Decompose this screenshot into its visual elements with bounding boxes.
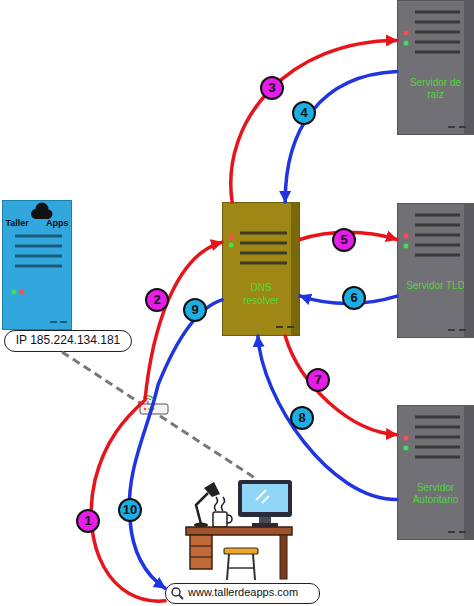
node-label: Servidor de raíz	[398, 77, 473, 101]
status-led	[229, 235, 234, 240]
cloud-part	[35, 213, 49, 219]
search-icon	[179, 595, 183, 599]
drawer-line	[190, 556, 212, 557]
flow-arrow	[129, 300, 222, 588]
node-label: Taller Apps	[3, 218, 71, 229]
callout-number: 5	[332, 228, 356, 252]
node-label: Servidor TLD	[398, 280, 473, 292]
callout-number: 10	[118, 498, 142, 522]
status-led	[12, 290, 17, 295]
router-icon	[140, 396, 168, 414]
cloud-part	[44, 210, 53, 219]
cloud-part	[31, 209, 41, 219]
desk-drawers	[190, 535, 212, 569]
dns-server: Servidor de raíz	[397, 0, 474, 135]
server-slot	[15, 255, 62, 258]
server-slot	[240, 242, 287, 245]
cloud-logo	[31, 203, 53, 220]
resolver-detail	[229, 203, 300, 335]
node-label: DNS resolver	[223, 281, 299, 307]
wifi-arc	[145, 399, 151, 400]
server-detail	[404, 203, 474, 338]
callout-number: 4	[292, 101, 316, 125]
lamp-arm	[196, 493, 208, 524]
server-slot	[15, 245, 62, 248]
drawer-line	[190, 545, 212, 546]
router-body	[140, 404, 168, 414]
wifi-arc	[143, 396, 153, 398]
chair-leg	[227, 554, 229, 580]
chair-seat	[224, 548, 258, 554]
desk-leg	[280, 535, 287, 579]
server-detail	[404, 405, 474, 540]
antenna	[147, 401, 148, 404]
status-led	[229, 243, 234, 248]
web-server: Taller Apps	[2, 200, 72, 330]
router-led	[152, 408, 155, 411]
ip-label-box: IP 185.224.134.181	[4, 330, 132, 352]
node-label: Servidor Autoritario	[398, 482, 473, 506]
cup	[213, 512, 227, 527]
lamp-head	[204, 482, 220, 497]
server-side	[291, 203, 299, 335]
server-slot	[240, 232, 287, 235]
desk-illustration	[186, 480, 292, 580]
callout-number: 8	[290, 406, 314, 430]
monitor-base	[252, 523, 278, 527]
callout-number: 3	[260, 76, 284, 100]
server-slot	[240, 262, 287, 265]
server-slot	[15, 235, 62, 238]
status-led	[20, 290, 25, 295]
callout-number: 9	[183, 298, 207, 322]
server-mark	[50, 321, 57, 323]
server-mark	[276, 326, 283, 328]
router-led	[148, 408, 151, 411]
router-led	[144, 408, 147, 411]
callout-number: 7	[306, 368, 330, 392]
cup-handle	[227, 515, 232, 523]
monitor-stand	[259, 517, 271, 524]
screen-glare	[262, 496, 269, 503]
leader-line	[62, 352, 255, 478]
monitor	[238, 480, 292, 517]
callout-number: 2	[145, 288, 169, 312]
flow-arrow	[285, 72, 397, 202]
steam	[215, 497, 218, 511]
webserver-detail	[12, 203, 68, 323]
steam	[222, 497, 225, 511]
lamp-base	[194, 523, 208, 528]
node-label: IP 185.224.134.181	[5, 331, 131, 350]
flow-arrow	[300, 232, 397, 239]
url-bar: www.tallerdeapps.com	[165, 583, 320, 604]
node-label: www.tallerdeapps.com	[166, 584, 319, 601]
server-detail	[404, 0, 474, 135]
server-slot	[15, 265, 62, 268]
flow-arrow	[91, 242, 222, 601]
server-mark	[287, 326, 294, 328]
resolver-server: DNS resolver	[222, 202, 300, 336]
callout-number: 1	[76, 509, 100, 533]
flow-arrow	[300, 296, 397, 304]
server-mark	[60, 321, 67, 323]
dns-server: Servidor TLD	[397, 203, 474, 338]
search-icon	[172, 588, 180, 596]
screen-glare	[256, 490, 266, 500]
cloud-part	[36, 203, 49, 216]
monitor-screen	[242, 484, 288, 512]
flow-arrow	[285, 336, 397, 435]
dns-server: Servidor Autoritario	[397, 405, 474, 540]
desk-top	[186, 527, 292, 535]
flow-arrow	[258, 336, 397, 500]
server-slot	[240, 252, 287, 255]
chair-leg	[253, 554, 255, 580]
flow-arrow	[231, 40, 397, 202]
chair-rail	[228, 567, 254, 569]
callout-number: 6	[342, 286, 366, 310]
